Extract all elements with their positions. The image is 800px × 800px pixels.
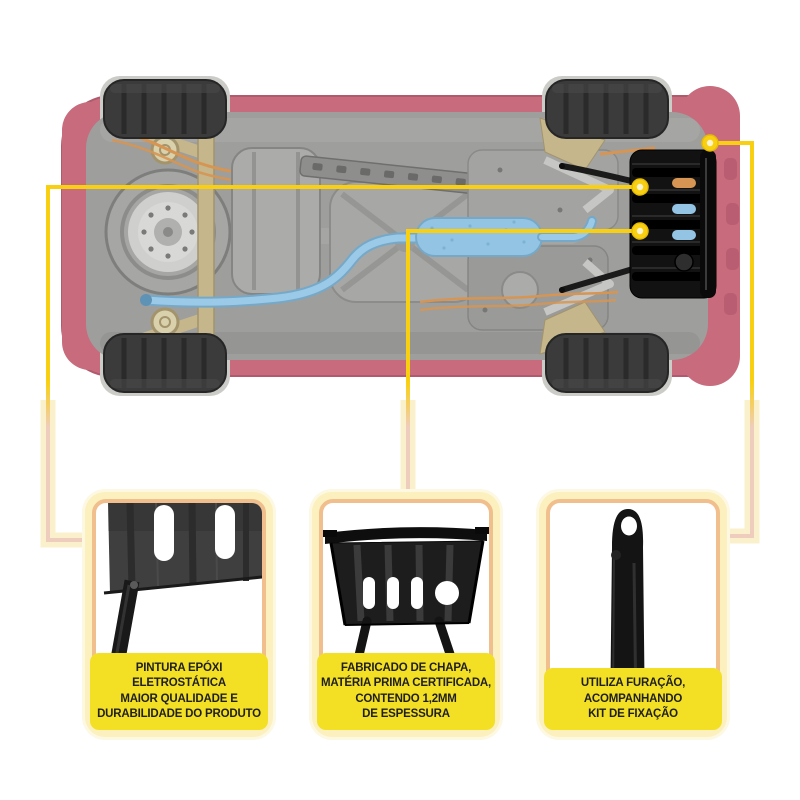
tires [103,79,669,393]
callout-dot-2 [631,222,649,240]
callout-line-fixing [710,141,754,538]
card-label-sheet-steel: FABRICADO DE CHAPA, MATÉRIA PRIMA CERTIF… [317,653,495,730]
feature-card-epoxy-paint: PINTURA EPÓXI ELETROSTÁTICA MAIOR QUALID… [85,492,273,737]
callout-dot-3 [701,134,719,152]
callout-dot-1 [631,178,649,196]
front-bumper-notches [724,158,739,315]
tire-rear-top [103,79,227,139]
callout-line-epoxy [46,185,640,542]
card-label-epoxy-paint: PINTURA EPÓXI ELETROSTÁTICA MAIOR QUALID… [90,653,268,730]
skid-plate [559,149,717,299]
fuel-tank [231,147,321,295]
feature-card-sheet-steel: FABRICADO DE CHAPA, MATÉRIA PRIMA CERTIF… [312,492,500,737]
skid-plate-slots [672,178,696,272]
front-brake-lines [419,146,656,312]
exhaust-muffler [415,217,543,257]
card-label-mounting-kit: UTILIZA FURAÇÃO, ACOMPANHANDO KIT DE FIX… [544,668,722,730]
tire-front-top [545,79,669,139]
callout-line-sheet [406,229,640,492]
feature-card-mounting-kit: UTILIZA FURAÇÃO, ACOMPANHANDO KIT DE FIX… [539,492,727,737]
callout-lines [40,134,760,548]
skid-plate-front-photo [323,527,489,686]
tire-rear-bottom [103,333,227,393]
skid-plate-corner-photo [98,503,262,726]
tire-front-bottom [545,333,669,393]
